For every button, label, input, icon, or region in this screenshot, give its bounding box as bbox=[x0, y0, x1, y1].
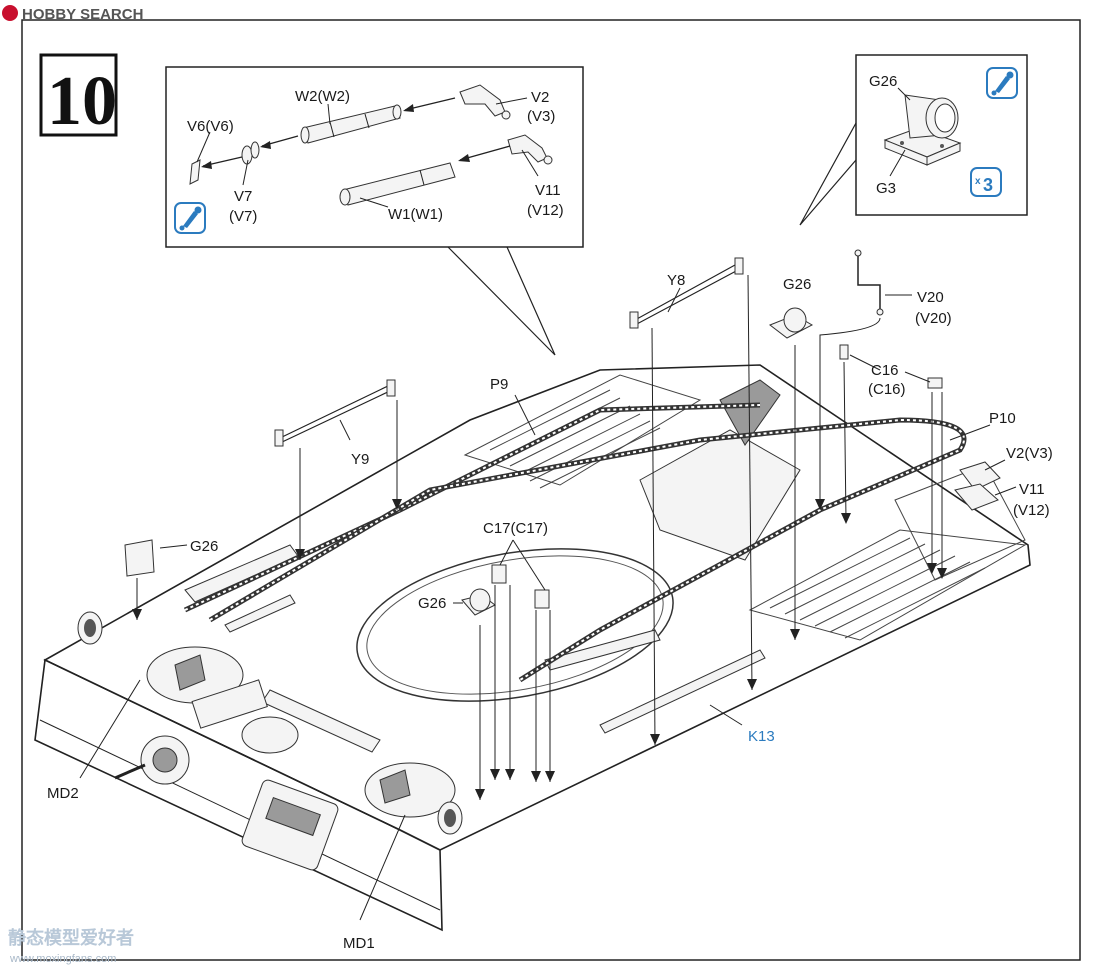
label-p10: P10 bbox=[989, 410, 1016, 427]
callout-left-pointer bbox=[447, 246, 556, 356]
tool-left-2 bbox=[224, 594, 296, 633]
engine-housing bbox=[639, 429, 801, 561]
label-p9: P9 bbox=[490, 376, 508, 393]
part-w2 bbox=[300, 104, 402, 144]
part-g26-top bbox=[768, 307, 814, 640]
label-g3: G3 bbox=[876, 180, 896, 197]
label-v7-paren: (V7) bbox=[229, 208, 257, 225]
step-number: 10 bbox=[47, 63, 117, 140]
label-g26-mid: G26 bbox=[418, 595, 446, 612]
label-c17: C17(C17) bbox=[483, 520, 548, 537]
label-g26-top: G26 bbox=[783, 276, 811, 293]
step-number-box: 10 bbox=[39, 53, 118, 140]
exhaust-pipe bbox=[719, 379, 781, 446]
watermark-bottom-cn: 静态模型爱好者 bbox=[8, 927, 134, 948]
turret-ring bbox=[356, 548, 674, 702]
watermark-top-text: HOBBY SEARCH bbox=[22, 6, 143, 23]
label-v3: (V3) bbox=[527, 108, 555, 125]
label-md2: MD2 bbox=[47, 785, 79, 802]
label-k13: K13 bbox=[748, 728, 775, 745]
part-v7 bbox=[241, 141, 260, 165]
paint-icon bbox=[174, 202, 206, 234]
moxingfans-watermark: 静态模型爱好者 www.moxingfans.com bbox=[8, 927, 134, 965]
part-v20 bbox=[815, 249, 912, 510]
ball-mount bbox=[114, 735, 190, 785]
label-w1: W1(W1) bbox=[388, 206, 443, 223]
quantity-x3-icon: x 3 bbox=[970, 167, 1002, 197]
callout-left: W2(W2) V2 (V3) V6(V6) V7 (V7) V11 (V12) … bbox=[165, 66, 584, 356]
page-frame bbox=[21, 19, 1081, 961]
part-y9 bbox=[274, 379, 402, 560]
label-w2: W2(W2) bbox=[295, 88, 350, 105]
svg-text:x: x bbox=[975, 176, 981, 187]
toolbox bbox=[191, 679, 268, 729]
part-v2 bbox=[459, 84, 511, 120]
part-y8 bbox=[629, 257, 757, 746]
watermark-bottom-url: www.moxingfans.com bbox=[9, 953, 116, 965]
tool-center bbox=[544, 629, 661, 671]
vent-dome bbox=[241, 716, 299, 754]
part-g3 bbox=[883, 127, 962, 166]
paint-icon bbox=[986, 67, 1018, 99]
part-c17 bbox=[490, 539, 555, 782]
driver-visor bbox=[241, 779, 339, 871]
part-c16 bbox=[839, 344, 947, 579]
label-y8: Y8 bbox=[667, 272, 685, 289]
label-v12-main: (V12) bbox=[1013, 502, 1050, 519]
label-v20-paren: (V20) bbox=[915, 310, 952, 327]
label-y9: Y9 bbox=[351, 451, 369, 468]
label-v2-v3: V2(V3) bbox=[1006, 445, 1053, 462]
label-md1: MD1 bbox=[343, 935, 375, 952]
callout-right: G26 G3 x 3 bbox=[799, 54, 1028, 226]
label-g26-callout: G26 bbox=[869, 73, 897, 90]
hull-top bbox=[34, 364, 1031, 932]
label-c16-paren: (C16) bbox=[868, 381, 906, 398]
callout-right-pointer bbox=[799, 122, 857, 226]
label-v2: V2 bbox=[531, 89, 549, 106]
headlight-right bbox=[437, 801, 463, 835]
label-v6: V6(V6) bbox=[187, 118, 234, 135]
part-k13 bbox=[599, 649, 766, 734]
label-g26-left: G26 bbox=[190, 538, 218, 555]
label-v7: V7 bbox=[234, 188, 252, 205]
svg-text:3: 3 bbox=[983, 175, 993, 195]
label-v11: V11 bbox=[535, 182, 561, 199]
radio-operator-hatch bbox=[364, 762, 456, 818]
part-g26-left bbox=[124, 539, 188, 620]
part-v11 bbox=[507, 134, 553, 165]
label-v11-main: V11 bbox=[1019, 481, 1045, 498]
part-g26-detail bbox=[904, 94, 959, 139]
part-v2-v11-installed bbox=[954, 459, 1017, 511]
label-v20: V20 bbox=[917, 289, 944, 306]
part-w1 bbox=[339, 162, 456, 206]
label-v12: (V12) bbox=[527, 202, 564, 219]
label-c16: C16 bbox=[871, 362, 899, 379]
headlight-left bbox=[77, 611, 103, 645]
hobby-search-watermark: HOBBY SEARCH bbox=[2, 5, 143, 23]
